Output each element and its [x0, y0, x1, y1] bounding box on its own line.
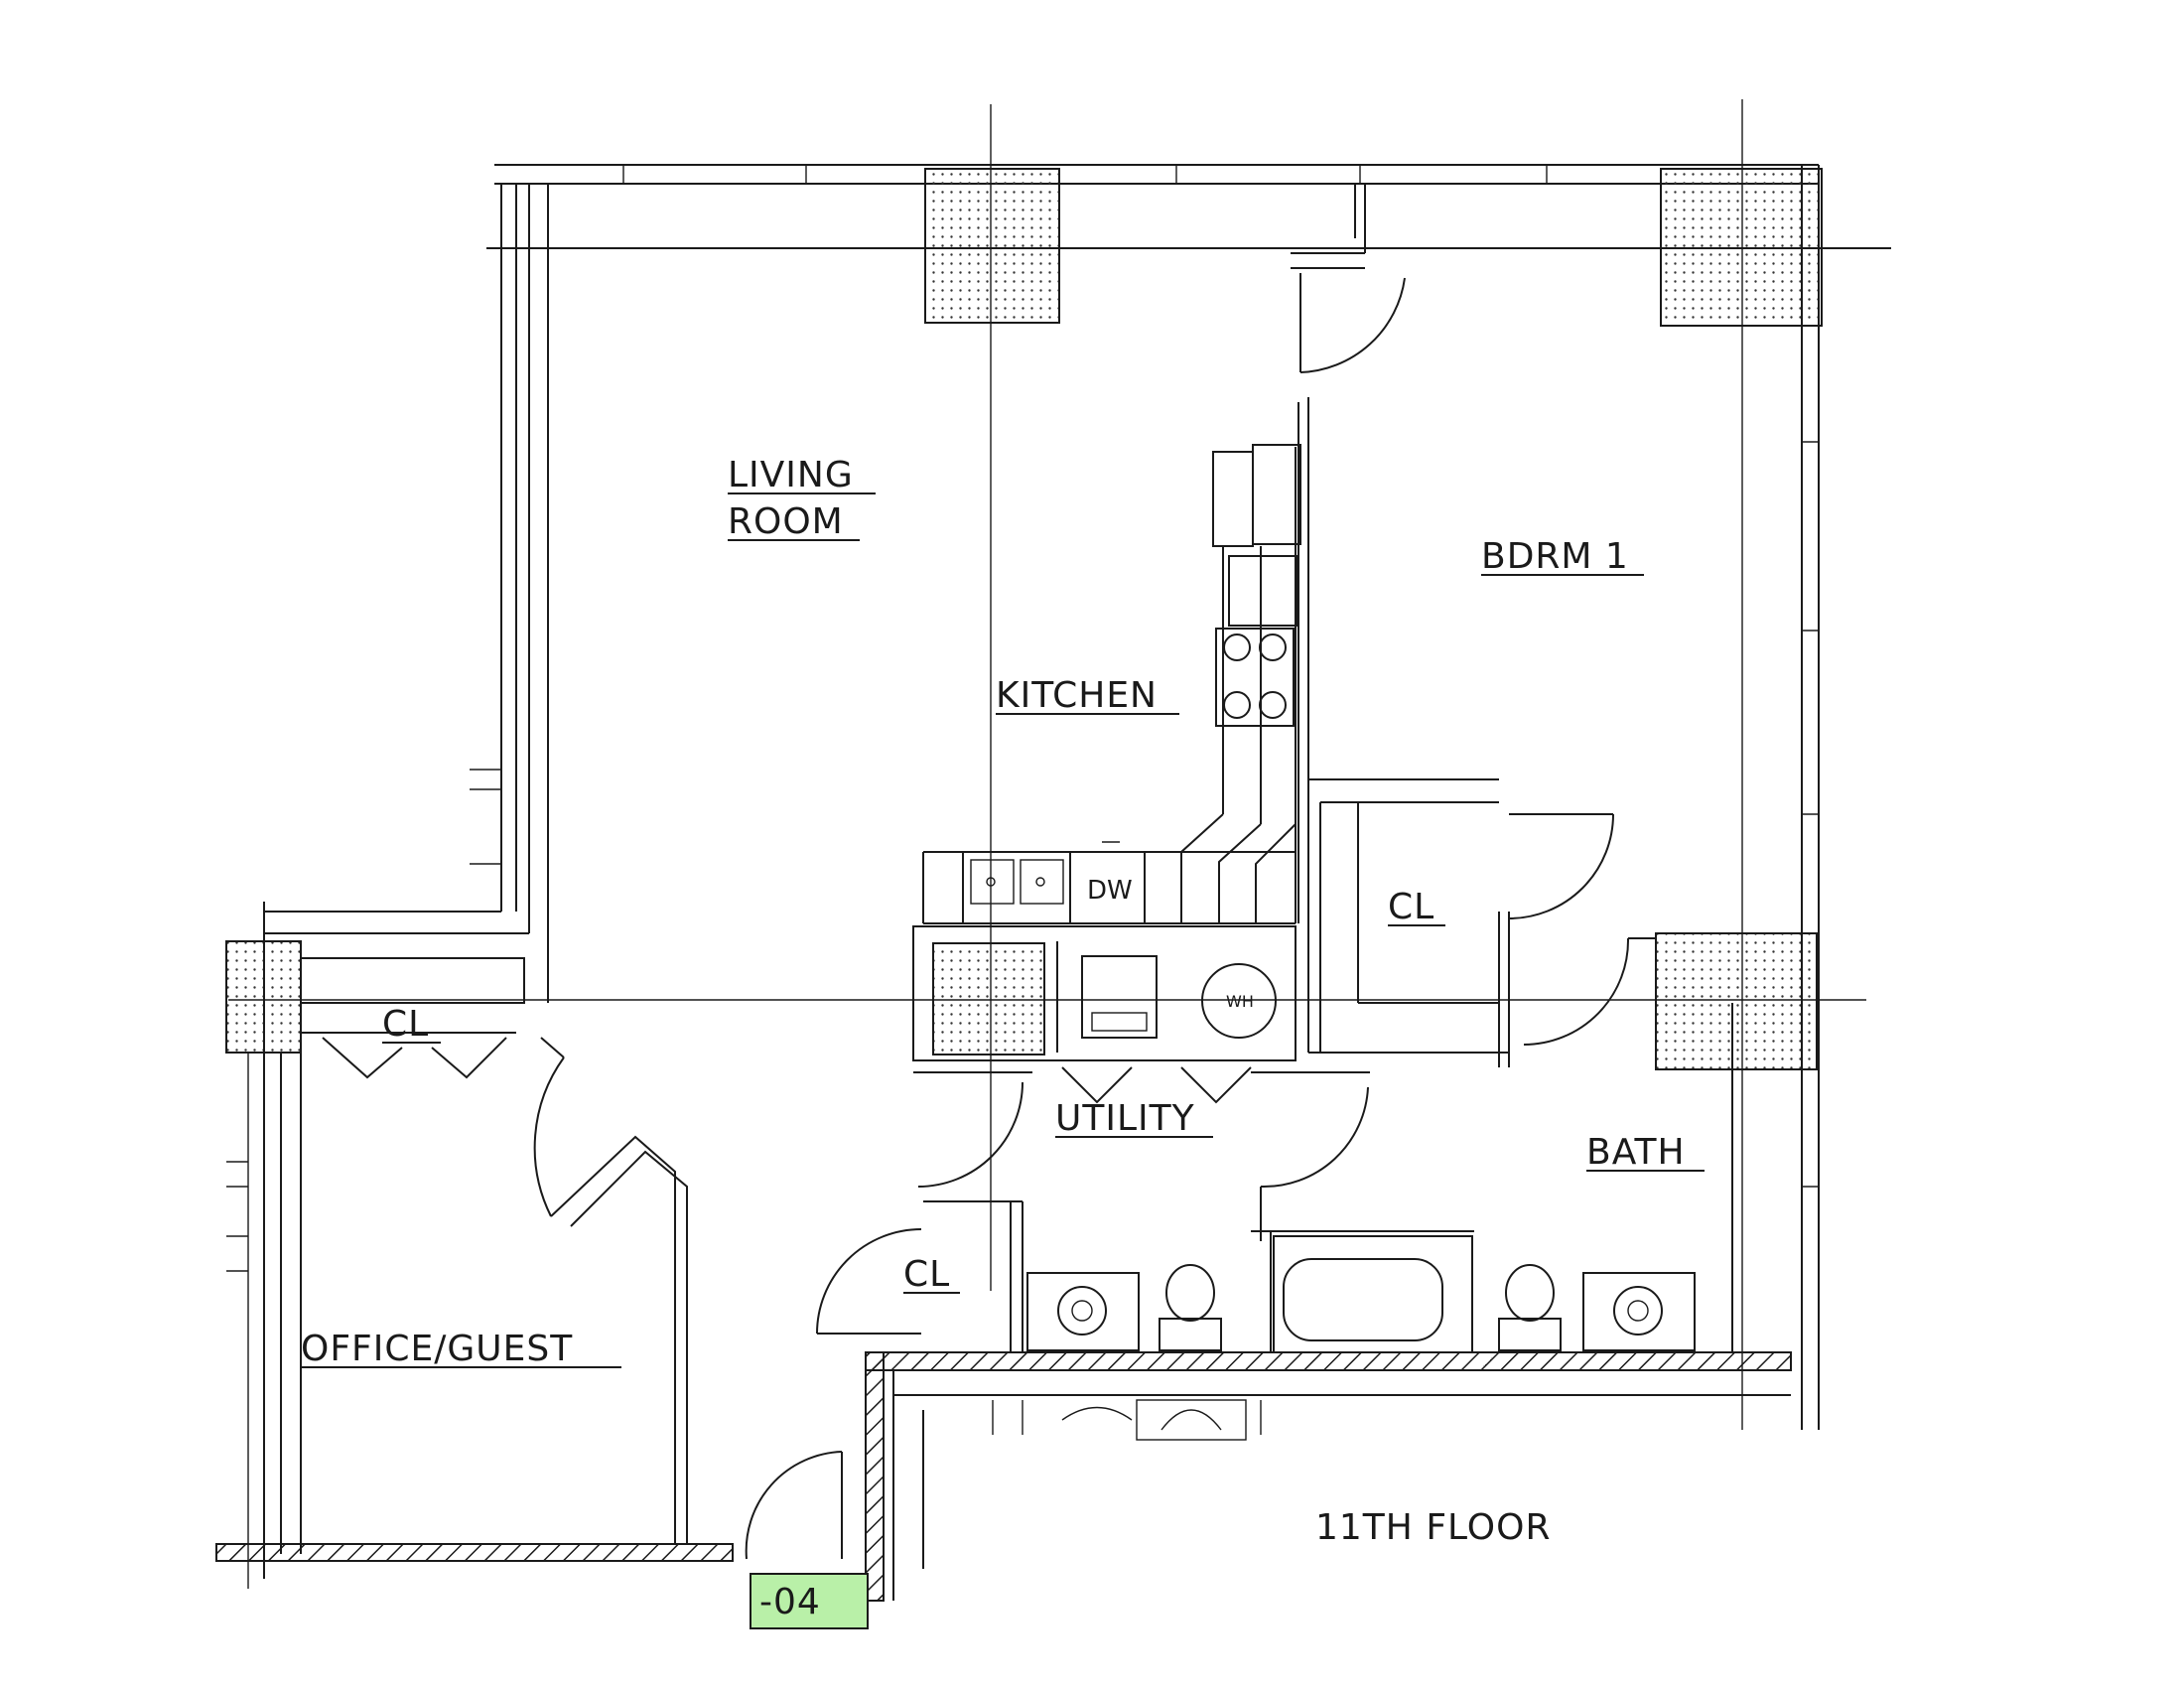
north-exterior-wall	[486, 164, 1891, 249]
floor-label: 11TH FLOOR	[1315, 1507, 1551, 1548]
water-heater-label: WH	[1226, 992, 1254, 1011]
hall-closet	[300, 957, 525, 1079]
living-west-wall	[263, 184, 549, 1579]
dishwasher	[1069, 851, 1146, 924]
living-room-label-1: LIVING	[728, 455, 854, 495]
hall-closet-label: CL	[382, 1004, 429, 1045]
bath-closet-label: CL	[903, 1254, 950, 1295]
dishwasher-label: DW	[1087, 876, 1133, 906]
water-heater	[1201, 963, 1277, 1039]
door-swings	[816, 273, 1656, 1335]
unit-tag-highlight	[750, 1573, 869, 1629]
bedroom-closet-label: CL	[1388, 887, 1434, 927]
utility-label: UTILITY	[1055, 1098, 1195, 1139]
bedroom-walls	[1291, 184, 1510, 1067]
corridor-walls	[865, 1351, 1792, 1602]
bath-label: BATH	[1586, 1132, 1686, 1173]
office-walls	[215, 1037, 843, 1589]
bedroom-label: BDRM 1	[1481, 536, 1629, 577]
structural-columns	[225, 168, 1823, 1070]
unit-tag-label: -04	[759, 1582, 821, 1622]
cooktop	[1215, 628, 1295, 727]
kitchen-sink	[962, 851, 1071, 924]
kitchen-label: KITCHEN	[996, 675, 1158, 716]
living-room-label-2: ROOM	[728, 501, 844, 542]
bath-walls	[923, 1003, 1733, 1352]
bath-fixtures	[1026, 1235, 1696, 1353]
utility-block	[912, 925, 1370, 1104]
east-exterior-wall	[1801, 165, 1820, 1430]
office-guest-label: OFFICE/GUEST	[301, 1329, 573, 1369]
